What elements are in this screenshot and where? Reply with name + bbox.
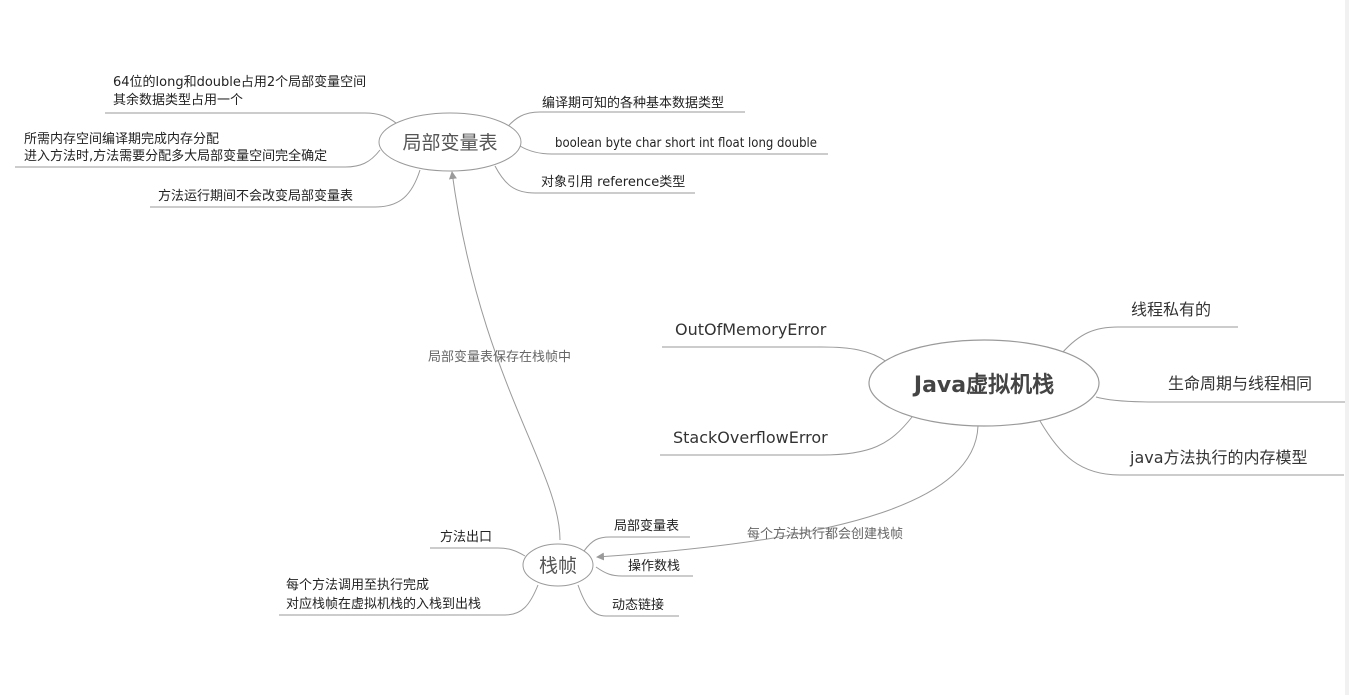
edge-frame-local-vars — [583, 536, 611, 552]
edge-lt-reference — [494, 165, 536, 194]
lt-alloc-line1: 所需内存空间编译期完成内存分配 — [24, 131, 219, 147]
frame-call-line1: 每个方法调用至执行完成 — [286, 577, 429, 593]
lt-reference-label: 对象引用 reference类型 — [541, 175, 685, 190]
edge-frame-call — [504, 584, 539, 616]
edge-frame-operand — [595, 566, 623, 577]
thread-private-label: 线程私有的 — [1131, 300, 1211, 319]
frame-method-exit-label: 方法出口 — [440, 529, 492, 545]
frame-operand-stack-label: 操作数栈 — [628, 558, 680, 574]
same-lifecycle-label: 生命周期与线程相同 — [1168, 374, 1312, 393]
edge-frame-to-local-table — [448, 171, 561, 541]
edge-frame-exit — [497, 547, 526, 557]
local-var-table-node[interactable] — [378, 112, 522, 172]
root-label: Java虚拟机栈 — [912, 372, 1054, 398]
right-scroll-gutter — [1345, 0, 1349, 695]
lt-types-line2: 其余数据类型占用一个 — [113, 92, 243, 108]
edge-lt-unchanged — [374, 169, 421, 208]
lt-compile-known-label: 编译期可知的各种基本数据类型 — [542, 95, 724, 111]
root-node[interactable] — [868, 339, 1100, 427]
edge-root-to-frame — [596, 425, 979, 561]
frame-branch-edges — [279, 171, 693, 617]
edge-label-create-frame: 每个方法执行都会创建栈帧 — [747, 526, 903, 542]
local-var-table-label: 局部变量表 — [402, 132, 497, 154]
lt-primitive-list-label: boolean byte char short int float long d… — [555, 136, 817, 151]
edge-lt-primitive — [519, 145, 553, 155]
edge-root-thread-private — [1061, 326, 1119, 354]
frame-node[interactable] — [522, 543, 594, 587]
edge-root-so — [821, 416, 913, 456]
oom-error-label: OutOfMemoryError — [675, 320, 827, 339]
local-table-branch-edges — [15, 111, 828, 208]
edge-lt-alloc — [344, 149, 381, 168]
frame-dynamic-link-label: 动态链接 — [612, 597, 664, 613]
memory-model-label: java方法执行的内存模型 — [1129, 448, 1308, 467]
frame-local-vars-label: 局部变量表 — [614, 518, 679, 534]
root-branch-edges — [596, 326, 1346, 561]
edge-frame-dynamic — [577, 584, 607, 617]
edge-root-memory-model — [1039, 420, 1121, 476]
lt-types-line1: 64位的long和double占用2个局部变量空间 — [113, 74, 366, 90]
edge-root-same-lifecycle — [1095, 396, 1156, 403]
frame-label: 栈帧 — [539, 555, 577, 577]
edge-root-oom — [821, 346, 888, 363]
so-error-label: StackOverflowError — [673, 428, 828, 447]
lt-unchanged-label: 方法运行期间不会改变局部变量表 — [158, 188, 353, 204]
lt-alloc-line2: 进入方法时,方法需要分配多大局部变量空间完全确定 — [24, 148, 327, 164]
edge-label-saved-in-frame: 局部变量表保存在栈帧中 — [428, 349, 571, 365]
frame-call-line2: 对应栈帧在虚拟机栈的入栈到出栈 — [286, 596, 481, 612]
